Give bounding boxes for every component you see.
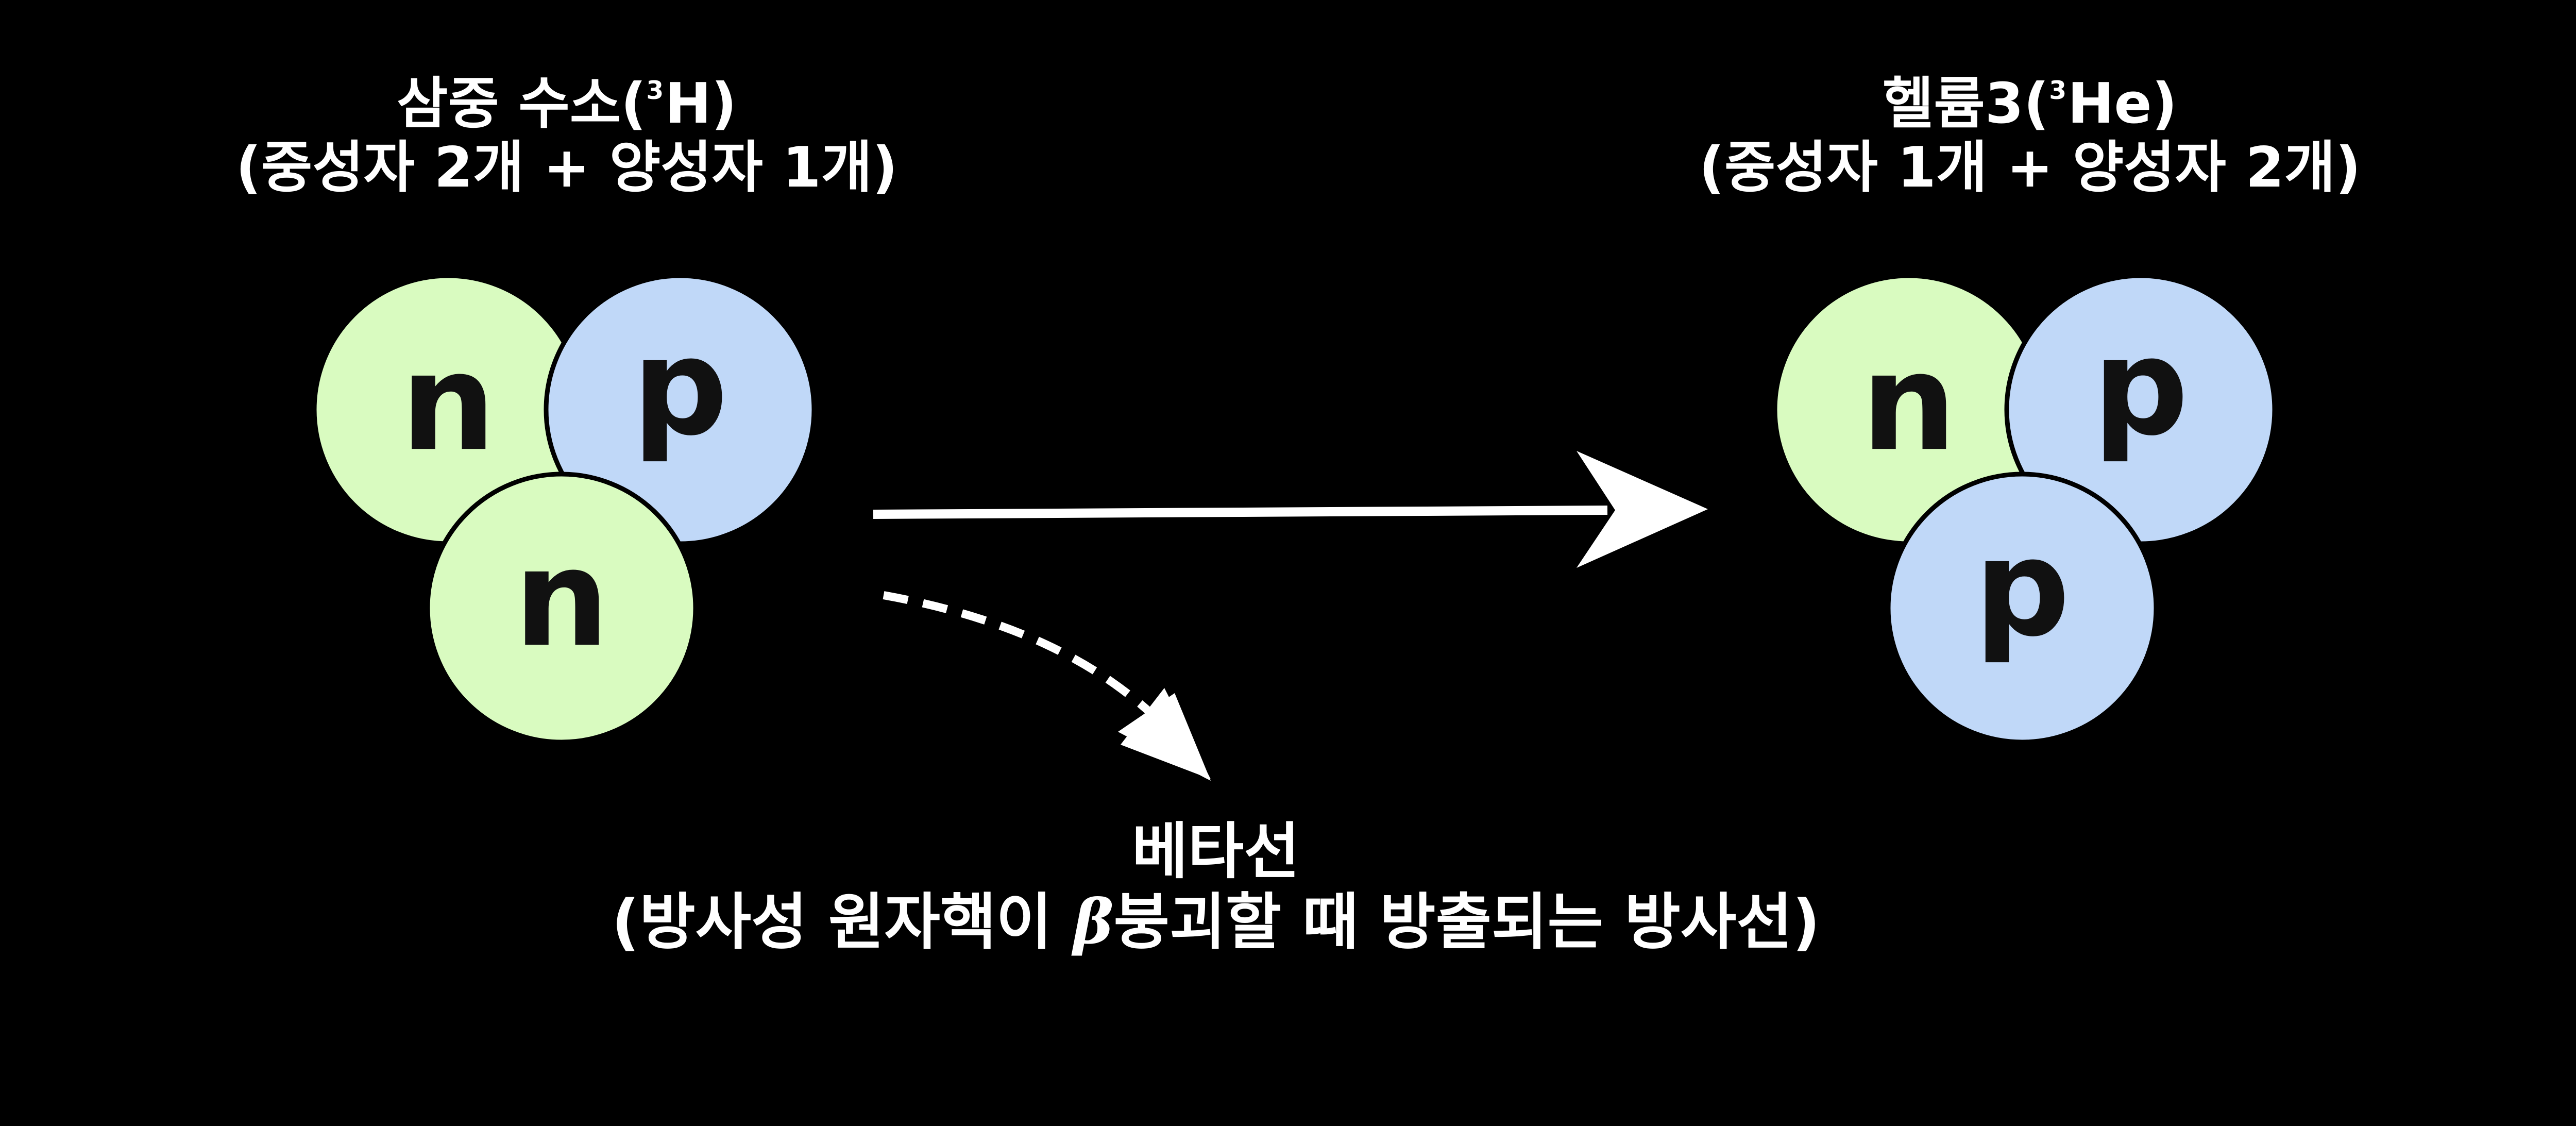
- helium3-nucleus: n p p: [1775, 276, 2275, 742]
- beta-ray-title: 베타선: [612, 817, 1820, 887]
- beta-ray-desc-part-2: 붕괴할 때 방출되는 방사선): [1114, 886, 1820, 957]
- reaction-arrow: [873, 451, 1708, 568]
- beta-symbol: β: [1073, 886, 1113, 957]
- tritium-particle-1-letter: n: [400, 325, 496, 481]
- beta-ray-label: 베타선 (방사성 원자핵이 β붕괴할 때 방출되는 방사선): [612, 817, 1820, 957]
- tritium-particle-2-letter: p: [632, 310, 728, 465]
- helium3-particle-2-letter: p: [2093, 310, 2189, 465]
- tritium-particle-3-letter: n: [514, 521, 609, 677]
- beta-ray-desc-part-1: (방사성 원자핵이: [612, 886, 1073, 957]
- helium3-particle-3-letter: p: [1974, 511, 2070, 666]
- tritium-nucleus: n p n: [314, 276, 814, 742]
- beta-emission-arrow: [884, 595, 1211, 781]
- helium3-particle-1-letter: n: [1861, 325, 1956, 481]
- beta-ray-description: (방사성 원자핵이 β붕괴할 때 방출되는 방사선): [612, 887, 1820, 957]
